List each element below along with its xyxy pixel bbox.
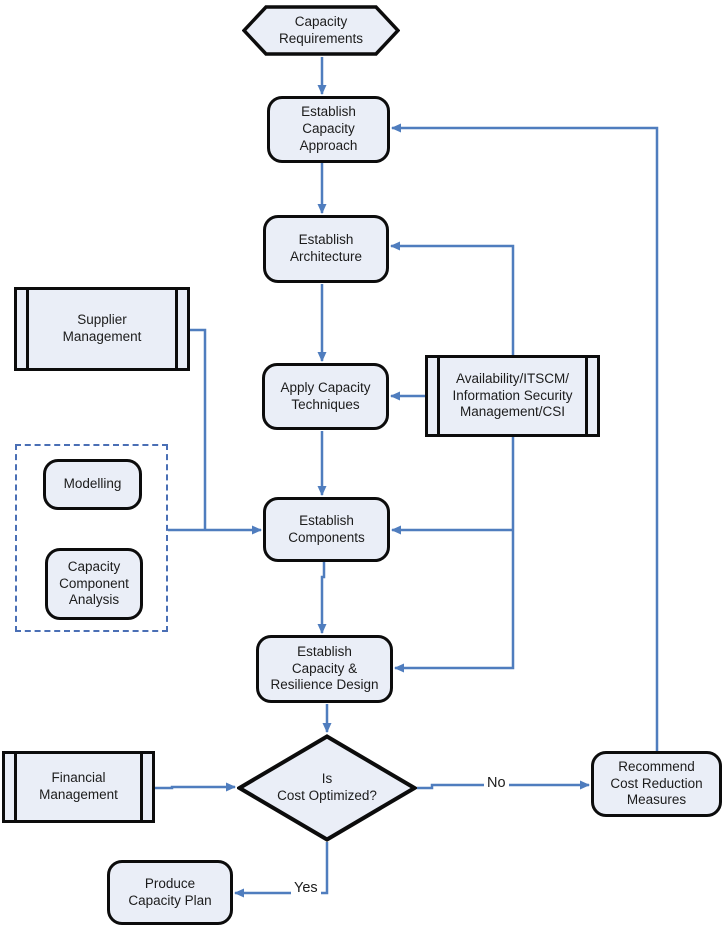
- node-capacity-requirements: Capacity Requirements: [242, 5, 400, 56]
- node-supplier-management: Supplier Management: [14, 287, 190, 371]
- node-availability-itscm: Availability/ITSCM/ Information Security…: [425, 355, 600, 437]
- node-label: Establish Capacity Approach: [299, 104, 358, 153]
- subroutine-right-bar: [175, 290, 178, 368]
- node-recommend-cost-reduction-measures: Recommend Cost Reduction Measures: [591, 751, 722, 817]
- node-label: Establish Architecture: [289, 232, 363, 264]
- node-label: Apply Capacity Techniques: [280, 379, 371, 412]
- edge-label-yes: Yes: [291, 880, 321, 896]
- subroutine-left-bar: [14, 754, 17, 820]
- node-modelling: Modelling: [43, 459, 142, 510]
- edge-label-no: No: [484, 775, 509, 791]
- node-label: Establish Components: [288, 512, 365, 545]
- node-label: Establish Capacity & Resilience Design: [270, 643, 379, 693]
- subroutine-right-bar: [140, 754, 143, 820]
- subroutine-left-bar: [437, 358, 440, 434]
- edge-financial-to-decision: [155, 782, 236, 792]
- edge-components-to-design: [317, 562, 327, 634]
- node-label: Capacity Requirements: [278, 13, 364, 46]
- node-label: Capacity Component Analysis: [59, 558, 129, 608]
- node-establish-components: Establish Components: [263, 497, 390, 562]
- node-establish-architecture: Establish Architecture: [263, 215, 389, 283]
- edge-supplier-connector: [190, 328, 207, 530]
- node-label: Availability/ITSCM/ Information Security…: [452, 370, 573, 420]
- node-label: Recommend Cost Reduction Measures: [610, 758, 703, 808]
- node-establish-capacity-approach: Establish Capacity Approach: [267, 96, 390, 163]
- edge-decision-no-to-recommend: [417, 780, 590, 790]
- subroutine-left-bar: [26, 290, 29, 368]
- node-apply-capacity-techniques: Apply Capacity Techniques: [262, 363, 389, 430]
- edge-recommend-to-approach: [391, 123, 659, 751]
- edge-availability-to-architecture: [390, 241, 515, 355]
- subroutine-right-bar: [585, 358, 588, 434]
- node-establish-capacity-resilience-design: Establish Capacity & Resilience Design: [256, 635, 393, 703]
- node-label: Produce Capacity Plan: [128, 875, 212, 908]
- node-capacity-component-analysis: Capacity Component Analysis: [45, 548, 143, 620]
- node-label: Is Cost Optimized?: [277, 771, 377, 803]
- hexagon-shape: [242, 5, 400, 56]
- node-label: Financial Management: [39, 770, 118, 802]
- diamond-shape: [237, 734, 417, 842]
- node-is-cost-optimized: Is Cost Optimized?: [237, 734, 417, 842]
- edge-availability-to-design: [394, 437, 515, 673]
- node-label: Modelling: [63, 476, 122, 492]
- node-financial-management: Financial Management: [2, 751, 155, 823]
- node-produce-capacity-plan: Produce Capacity Plan: [107, 860, 233, 925]
- analysis-techniques-group-box: [15, 444, 168, 632]
- edge-decision-yes-to-produce: [234, 842, 329, 898]
- node-label: Supplier Management: [62, 312, 142, 344]
